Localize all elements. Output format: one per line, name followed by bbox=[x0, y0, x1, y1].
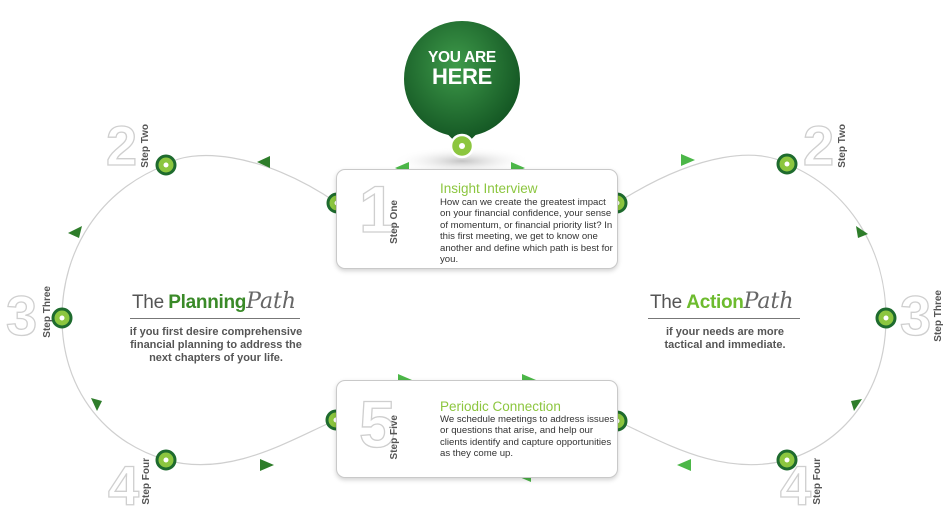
planning-path-description: if you first desire comprehensive financ… bbox=[129, 326, 303, 364]
arrow-left-top bbox=[257, 156, 270, 168]
action-path-underline bbox=[648, 318, 800, 319]
action-path-description: if your needs are more tactical and imme… bbox=[664, 326, 786, 351]
arrow-right-bottom bbox=[677, 459, 691, 471]
node-action-step-four bbox=[776, 449, 798, 471]
action-step-three-label: Step Three bbox=[933, 290, 944, 342]
node-action-step-three bbox=[875, 307, 897, 329]
action-step-four-number: 4 bbox=[779, 454, 812, 517]
arrow-right-top-1 bbox=[681, 154, 695, 166]
step-one-number: 1 bbox=[358, 172, 396, 246]
node-planning-step-four bbox=[155, 449, 177, 471]
planning-step-four-label: Step Four bbox=[141, 458, 152, 505]
action-path-title: The ActionPath bbox=[650, 290, 794, 316]
step-five-title: Periodic Connection bbox=[440, 399, 561, 414]
you-are-here-line2: HERE bbox=[432, 64, 492, 89]
step-one-card: 1 Step One Insight Interview How can we … bbox=[336, 169, 618, 269]
you-are-here-marker-dot bbox=[459, 143, 465, 149]
step-one-description: How can we create the greatest impact on… bbox=[440, 197, 613, 266]
action-step-three-number: 3 bbox=[899, 284, 932, 347]
planning-path-word: Path bbox=[246, 289, 297, 314]
you-are-here-label: YOU ARE HERE bbox=[422, 50, 502, 88]
step-one-label: Step One bbox=[389, 200, 400, 244]
planning-step-three-number: 3 bbox=[5, 284, 38, 347]
step-five-number: 5 bbox=[358, 387, 396, 461]
planning-path-title: The PlanningPath bbox=[132, 290, 296, 316]
step-five-card: 5 Step Five Periodic Connection We sched… bbox=[336, 380, 618, 478]
action-path-word: Path bbox=[743, 289, 794, 314]
node-planning-step-three bbox=[51, 307, 73, 329]
planning-path-name: Planning bbox=[168, 292, 247, 313]
planning-path-underline bbox=[130, 318, 300, 319]
planning-step-three-label: Step Three bbox=[42, 286, 53, 338]
you-are-here-line1: YOU ARE bbox=[428, 49, 496, 66]
arrow-left-upper bbox=[68, 226, 82, 238]
planning-step-two-label: Step Two bbox=[140, 124, 151, 168]
planning-step-four-number: 4 bbox=[107, 454, 140, 517]
action-path-name: Action bbox=[686, 292, 744, 313]
arrow-left-bottom bbox=[260, 459, 274, 471]
node-action-step-two bbox=[776, 153, 798, 175]
arrow-right-upper bbox=[856, 226, 868, 238]
step-one-title: Insight Interview bbox=[440, 181, 538, 196]
action-path-the: The bbox=[650, 292, 682, 313]
action-step-two-label: Step Two bbox=[837, 124, 848, 168]
arrow-left-lower bbox=[91, 398, 102, 411]
node-planning-step-two bbox=[155, 154, 177, 176]
planning-path-the: The bbox=[132, 292, 164, 313]
pin-glow bbox=[392, 147, 532, 175]
action-step-two-number: 2 bbox=[802, 114, 835, 177]
planning-step-two-number: 2 bbox=[105, 114, 138, 177]
action-step-four-label: Step Four bbox=[812, 458, 823, 505]
step-five-label: Step Five bbox=[389, 415, 400, 460]
step-five-description: We schedule meetings to address issues o… bbox=[440, 414, 615, 460]
arrow-right-lower bbox=[851, 399, 862, 411]
